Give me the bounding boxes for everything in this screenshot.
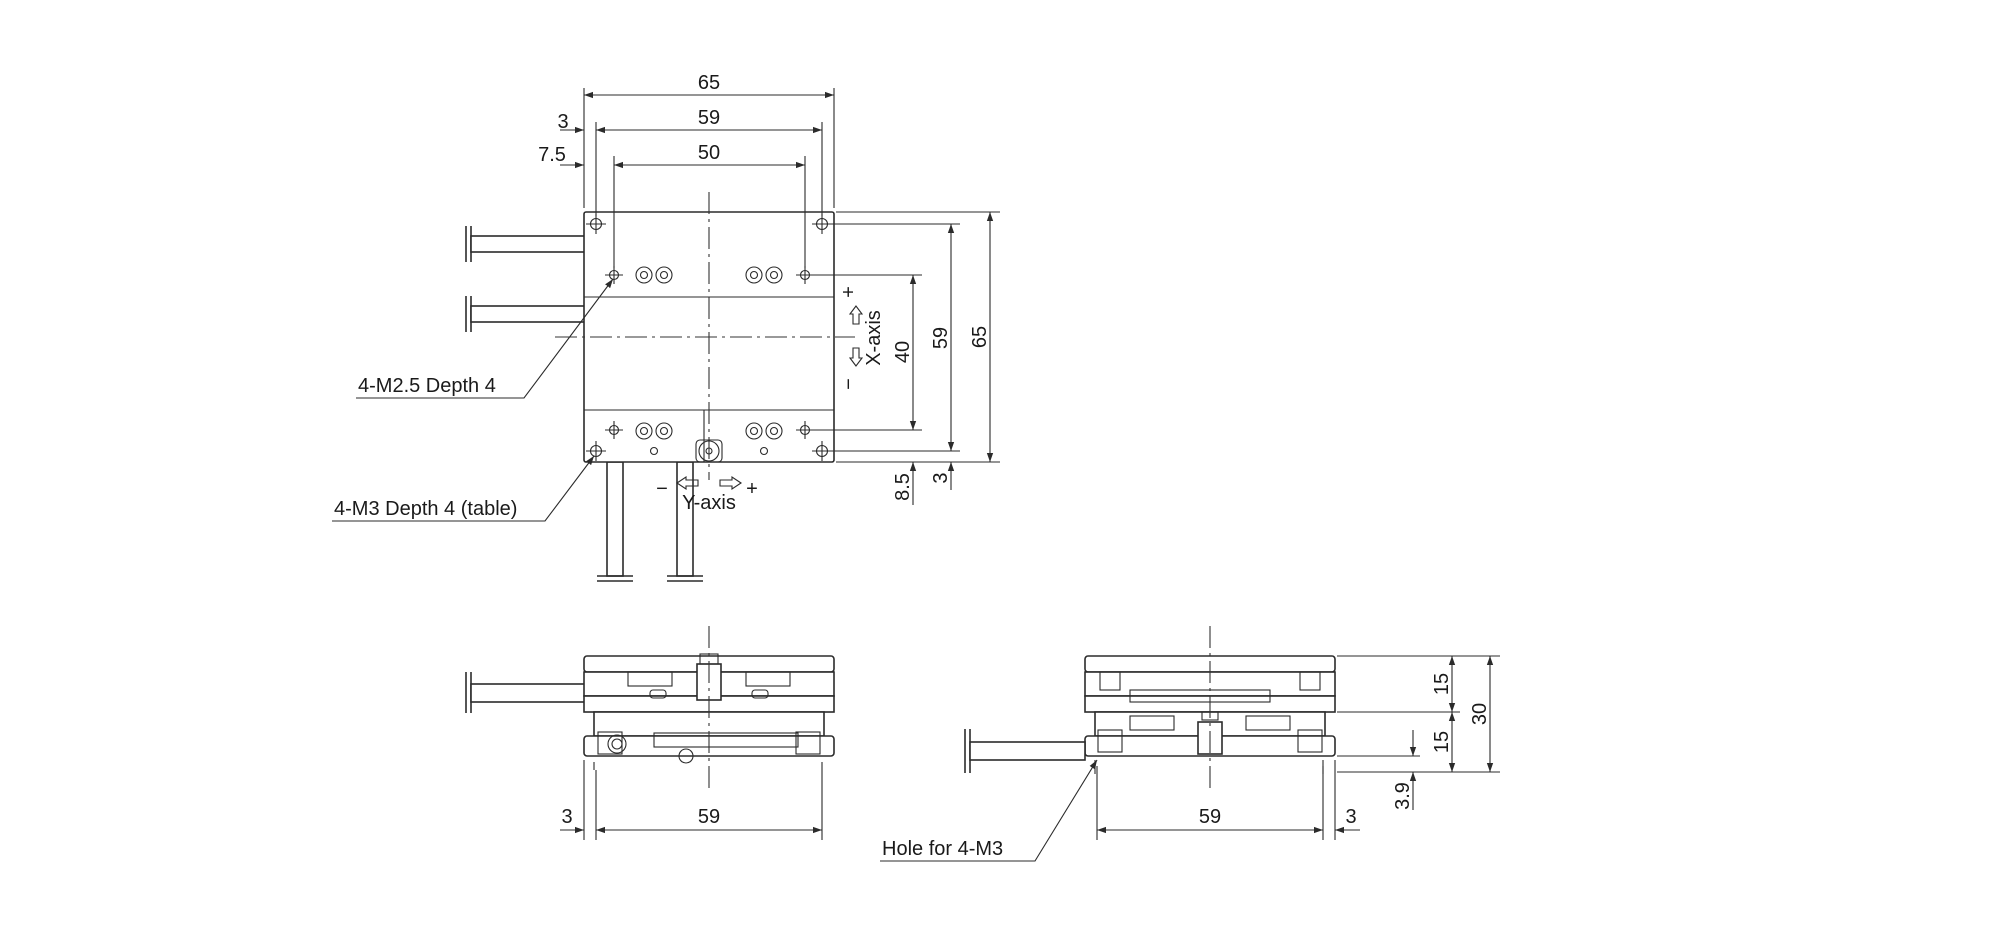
dim-bottom-8-5: 8.5 [892,473,914,501]
dim-width-65: 65 [698,72,720,94]
front-view: 3 59 [465,626,835,840]
screw-pairs [635,266,783,456]
front-dimensions [560,760,823,840]
y-axis-indicator: Y-axis − + [656,475,758,514]
dim-offset-3: 3 [557,111,568,133]
x-axis-plus-arrow-icon [848,305,864,325]
x-axis-indicator: X-axis + − [838,286,885,390]
side-dim-3: 3 [1345,806,1356,828]
front-dim-3: 3 [561,806,572,828]
callout-m25: 4-M2.5 Depth 4 [356,278,614,399]
side-dim-lower-15: 15 [1431,731,1453,753]
top-horizontal-dimensions [560,88,835,268]
dim-pitch-59: 59 [698,107,720,129]
top-vertical-dimensions [812,211,1000,505]
front-dim-59: 59 [698,806,720,828]
x-axis-minus-arrow-icon [848,347,864,367]
side-dim-total-30: 30 [1469,703,1491,725]
x-axis-plus: + [838,286,860,298]
y-axis-plus-arrow-icon [719,475,742,491]
top-view: 65 3 59 7.5 50 40 59 65 8.5 3 X-axis + −… [332,72,1000,582]
y-axis-plus: + [746,478,758,500]
side-dim-59: 59 [1199,806,1221,828]
dim-bottom-3: 3 [930,472,952,483]
bottom-micrometer-left [597,461,633,582]
side-dim-upper-15: 15 [1431,673,1453,695]
dim-vert-65: 65 [969,326,991,348]
y-axis-minus-arrow-icon [676,475,699,491]
dim-pitch-50: 50 [698,142,720,164]
callout-m3: 4-M3 Depth 4 (table) [332,455,595,522]
callout-hole-m3: Hole for 4-M3 [880,759,1098,862]
lock-knob [695,439,723,463]
callout-m25-text: 4-M2.5 Depth 4 [358,375,496,397]
dim-vert-40: 40 [892,341,914,363]
left-micrometer-lower [465,296,586,332]
x-axis-label: X-axis [863,310,885,366]
y-axis-label: Y-axis [682,492,736,514]
m3-holes [586,214,832,461]
left-micrometer-upper [465,226,586,262]
side-horizontal-dimensions [1096,760,1360,840]
side-micrometer [964,729,1086,773]
side-view: 59 3 15 15 30 3.9 Hole for 4-M3 [880,626,1500,862]
x-axis-minus: − [838,378,860,390]
side-dim-3-9: 3.9 [1392,782,1414,810]
callout-hole-m3-text: Hole for 4-M3 [882,838,1003,860]
m25-holes [605,266,814,439]
callout-m3-text: 4-M3 Depth 4 (table) [334,498,517,520]
y-axis-minus: − [656,478,668,500]
side-vertical-dimensions [1337,655,1500,810]
front-micrometer [465,672,586,713]
dim-offset-7-5: 7.5 [538,144,566,166]
dim-vert-59: 59 [930,327,952,349]
